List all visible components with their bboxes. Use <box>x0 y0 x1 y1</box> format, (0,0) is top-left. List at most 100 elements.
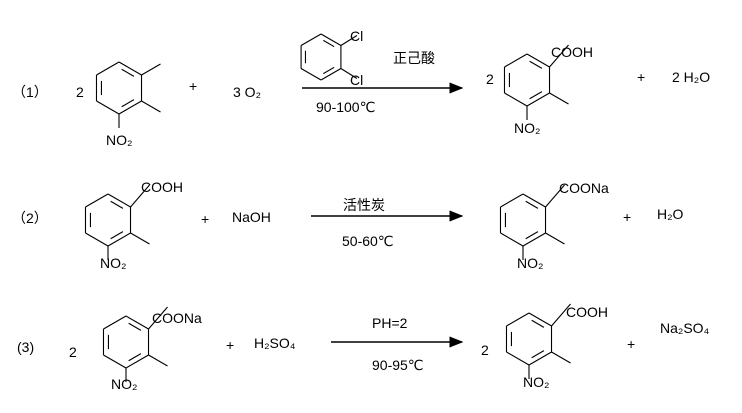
ring-bond <box>320 33 342 46</box>
nitro-xylene-structure <box>95 61 161 128</box>
sodium-nitro-methylbenzoate-structure <box>102 306 168 382</box>
plus-sign: + <box>623 209 631 225</box>
substituent-bond <box>549 92 569 105</box>
ring-bond <box>526 92 550 107</box>
ring-bond <box>125 315 149 330</box>
coefficient: 2 <box>76 84 84 100</box>
solvent-label: 正己酸 <box>393 51 435 67</box>
double-bond <box>121 99 135 108</box>
water-byproduct: H₂O <box>657 206 684 222</box>
double-bond <box>525 200 539 209</box>
ring-bond <box>504 53 528 68</box>
sodium-sulfate-byproduct: Na₂SO₄ <box>660 320 710 336</box>
ring-bond <box>528 312 552 327</box>
substituent-bond <box>130 184 150 208</box>
coefficient: 2 <box>69 344 77 360</box>
nitro-group-label: NO₂ <box>100 255 126 271</box>
substituent-bond <box>549 44 569 68</box>
ring-bond <box>522 232 546 247</box>
double-bond <box>529 91 543 100</box>
coefficient: 2 <box>486 71 494 87</box>
nitro-methylbenzoic-acid-structure <box>503 44 569 120</box>
water-byproduct: 2 H₂O <box>672 69 710 85</box>
reaction-label: (3) <box>17 339 34 355</box>
ring-bond <box>526 53 550 68</box>
substituent-bond <box>545 184 565 208</box>
temperature-label: 90-100℃ <box>316 99 375 115</box>
double-bond <box>531 350 545 359</box>
ring-bond <box>85 232 109 247</box>
chlorine-label: Cl <box>350 28 363 44</box>
substituent-bond <box>148 354 168 367</box>
carboxyl-group-label: COOH <box>566 304 608 320</box>
catalyst-label: 活性炭 <box>343 198 385 214</box>
double-bond <box>128 322 142 331</box>
dichlorobenzene-structure <box>300 33 358 81</box>
double-bond <box>323 39 335 48</box>
nitro-group-label: NO₂ <box>111 376 137 392</box>
ring-bond <box>103 354 127 369</box>
reaction-3: (3) 2 COONa NO₂ + H₂SO₄ PH=2 90-95℃ 2 CO… <box>17 303 710 392</box>
ring-bond <box>506 351 530 366</box>
plus-sign: + <box>627 336 635 352</box>
substituent-bond <box>141 100 161 113</box>
ring-bond <box>506 312 530 327</box>
nitro-group-label: NO₂ <box>106 132 132 148</box>
sulfuric-acid-reagent: H₂SO₄ <box>254 335 296 351</box>
substituent-bond <box>141 63 161 76</box>
plus-sign: + <box>226 337 234 353</box>
plus-sign: + <box>189 78 197 94</box>
ring-bond <box>320 68 342 81</box>
plus-sign: + <box>201 211 209 227</box>
double-bond <box>128 353 142 362</box>
ring-bond <box>107 193 131 208</box>
substituent-bond <box>551 351 571 364</box>
substituent-bond <box>130 232 150 245</box>
carboxyl-group-label: COOH <box>551 44 593 60</box>
substituent-bond <box>340 35 358 46</box>
carboxylate-group-label: COONa <box>152 310 202 326</box>
temperature-label: 90-95℃ <box>372 357 424 373</box>
ring-bond <box>504 92 528 107</box>
ring-bond <box>118 100 142 115</box>
double-bond <box>525 231 539 240</box>
nitro-group-label: NO₂ <box>517 255 543 271</box>
reaction-1: （1） 2 NO₂ + 3 O₂ Cl Cl 正己酸 90-100℃ 2 COO… <box>12 28 710 148</box>
coefficient: 2 <box>481 342 489 358</box>
oxygen-reagent: 3 O₂ <box>233 84 261 100</box>
reaction-label: （2） <box>12 210 48 226</box>
nitro-methylbenzoic-acid-structure <box>505 303 571 379</box>
ring-bond <box>300 68 322 81</box>
substituent-bond <box>551 303 571 327</box>
double-bond <box>529 60 543 69</box>
carboxyl-group-label: COOH <box>141 179 183 195</box>
double-bond <box>110 200 124 209</box>
temperature-label: 50-60℃ <box>342 233 394 249</box>
ph-condition-label: PH=2 <box>372 315 408 331</box>
sodium-nitro-methylbenzoate-structure <box>499 184 565 260</box>
ring-bond <box>96 61 120 76</box>
ring-bond <box>118 61 142 76</box>
ring-bond <box>528 351 552 366</box>
ring-bond <box>85 193 109 208</box>
double-bond <box>121 68 135 77</box>
ring-bond <box>522 193 546 208</box>
reaction-label: （1） <box>12 84 48 100</box>
plus-sign: + <box>637 69 645 85</box>
chlorine-label: Cl <box>350 72 363 88</box>
ring-bond <box>103 315 127 330</box>
reaction-2: （2） COOH NO₂ + NaOH 活性炭 50-60℃ COONa NO₂… <box>12 179 684 271</box>
ring-bond <box>500 193 524 208</box>
double-bond <box>110 231 124 240</box>
double-bond <box>323 66 335 75</box>
substituent-bond <box>340 68 358 79</box>
carboxylate-group-label: COONa <box>559 180 609 196</box>
ring-bond <box>300 33 322 46</box>
substituent-bond <box>545 232 565 245</box>
double-bond <box>531 319 545 328</box>
nitro-group-label: NO₂ <box>523 374 549 390</box>
ring-bond <box>107 232 131 247</box>
naoh-reagent: NaOH <box>232 209 271 225</box>
ring-bond <box>500 232 524 247</box>
